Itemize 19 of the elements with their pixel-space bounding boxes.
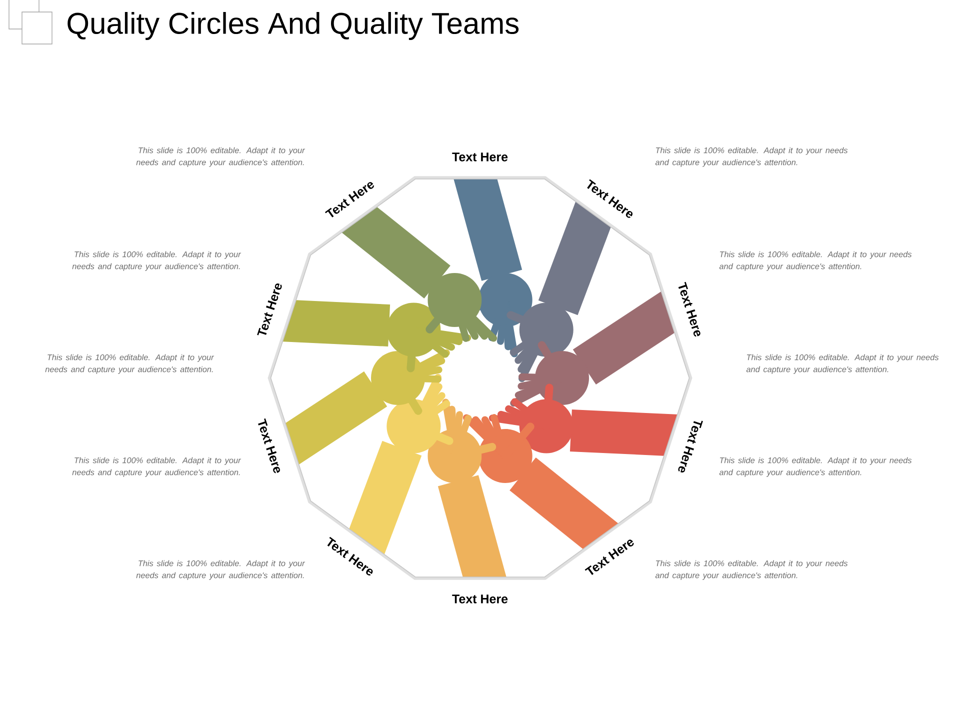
side-label: Text Here bbox=[258, 418, 280, 474]
side-label: Text Here bbox=[325, 182, 374, 218]
description-text: This slide is 100% editable. Adapt it to your needs and capture your audience's attention. bbox=[655, 560, 848, 580]
side-label: Text Here bbox=[678, 420, 703, 472]
description-text: This slide is 100% editable. Adapt it to your needs and capture your audience's attention. bbox=[136, 147, 306, 167]
side-label: Text Here bbox=[257, 284, 282, 336]
description-text: This slide is 100% editable. Adapt it to your needs and capture your audience's attention. bbox=[136, 560, 306, 580]
description-text: This slide is 100% editable. Adapt it to your needs and capture your audience's attention. bbox=[72, 251, 242, 271]
side-label: Text Here bbox=[584, 540, 634, 575]
side-label: Text Here bbox=[452, 152, 508, 162]
description-text: This slide is 100% editable. Adapt it to your needs and capture your audience's attention. bbox=[72, 457, 242, 477]
description-text: This slide is 100% editable. Adapt it to your needs and capture your audience's attention. bbox=[719, 251, 912, 271]
description-text: This slide is 100% editable. Adapt it to your needs and capture your audience's attention. bbox=[719, 457, 912, 477]
title: Quality Circles And Quality Teams bbox=[68, 12, 519, 40]
description-text: This slide is 100% editable. Adapt it to your needs and capture your audience's attention. bbox=[746, 354, 939, 374]
side-label: Text Here bbox=[678, 282, 700, 337]
description-text: This slide is 100% editable. Adapt it to your needs and capture your audience's attention. bbox=[655, 147, 848, 167]
description-text: This slide is 100% editable. Adapt it to your needs and capture your audience's attention. bbox=[45, 354, 214, 374]
side-label: Text Here bbox=[452, 594, 508, 604]
